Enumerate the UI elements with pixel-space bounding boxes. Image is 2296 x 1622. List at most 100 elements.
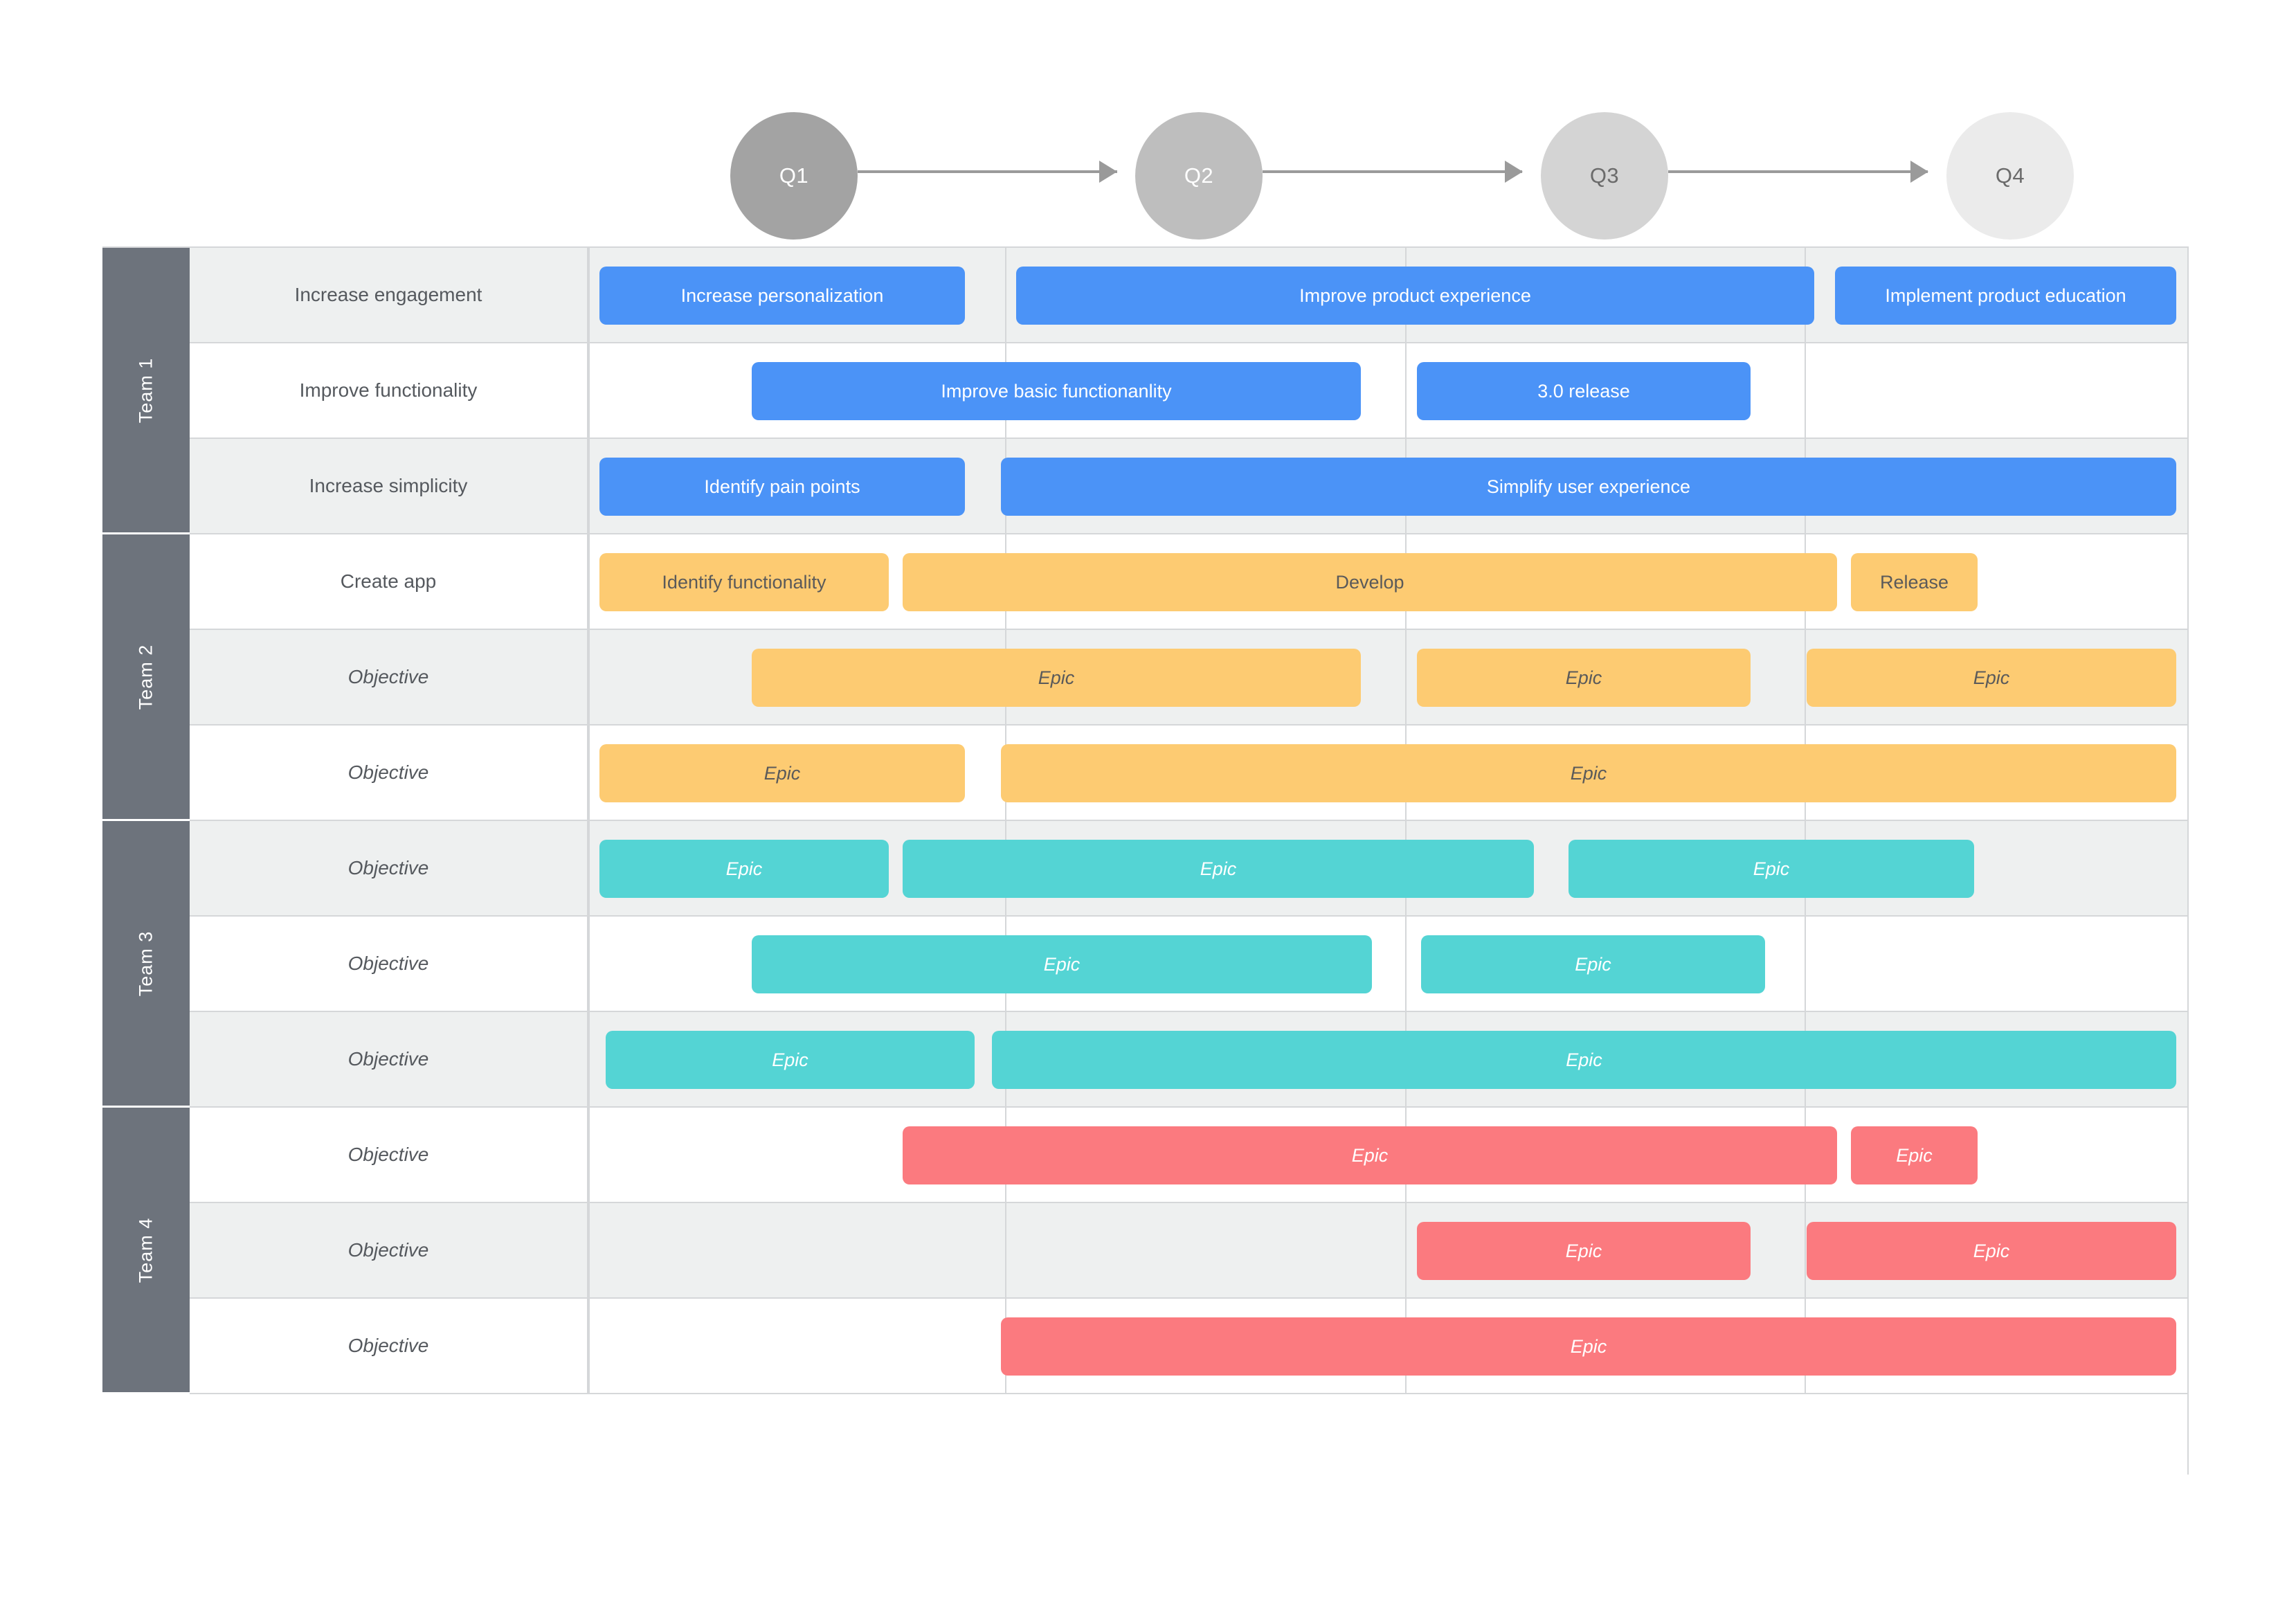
roadmap-bar[interactable]: Release	[1851, 553, 1978, 611]
roadmap-row: Improve functionality Improve basic funct…	[190, 343, 2189, 439]
roadmap-bar[interactable]: Epic	[606, 1031, 975, 1089]
roadmap-bar[interactable]: 3.0 release	[1417, 362, 1751, 420]
quarter-column-divider-1	[588, 1203, 590, 1297]
objective-label[interactable]: Objective	[190, 1012, 588, 1106]
roadmap-bar[interactable]: Epic	[1417, 1222, 1751, 1280]
quarter-node-q1[interactable]: Q1	[730, 112, 858, 240]
quarter-column-divider-1	[588, 343, 590, 438]
roadmap-bar[interactable]: Epic	[992, 1031, 2176, 1089]
roadmap-bar[interactable]: Epic	[752, 935, 1372, 993]
objective-label[interactable]: Objective	[190, 630, 588, 724]
objective-label[interactable]: Increase engagement	[190, 248, 588, 342]
team-label-bar[interactable]: Team 2	[102, 534, 190, 821]
roadmap-bar[interactable]: Identify functionality	[599, 553, 889, 611]
roadmap-row: Objective Epic Epic	[190, 1012, 2189, 1108]
timeline-lane: Epic Epic	[588, 917, 2189, 1011]
timeline-lane: Epic Epic Epic	[588, 630, 2189, 724]
timeline-lane: Epic Epic	[588, 1203, 2189, 1297]
objective-label[interactable]: Objective	[190, 1203, 588, 1297]
roadmap-bar[interactable]: Simplify user experience	[1001, 458, 2176, 516]
quarter-column-divider-4	[1805, 917, 1806, 1011]
quarter-column-divider-1	[588, 821, 590, 915]
roadmap-bar[interactable]: Epic	[599, 840, 889, 898]
roadmap-bar[interactable]: Epic	[1417, 649, 1751, 707]
quarter-node-q4[interactable]: Q4	[1946, 112, 2074, 240]
roadmap-bar[interactable]: Epic	[1807, 1222, 2176, 1280]
objective-label[interactable]: Objective	[190, 1108, 588, 1202]
roadmap-bar[interactable]: Improve product experience	[1016, 267, 1814, 325]
quarter-column-divider-1	[588, 439, 590, 533]
objective-label[interactable]: Improve functionality	[190, 343, 588, 438]
quarter-connector-3	[1668, 170, 1928, 173]
team-label-bar[interactable]: Team 4	[102, 1108, 190, 1394]
quarter-arrow-2	[1505, 161, 1523, 183]
objective-label[interactable]: Create app	[190, 534, 588, 629]
quarter-column-divider-4	[1805, 343, 1806, 438]
team-label-bar[interactable]: Team 1	[102, 248, 190, 534]
quarter-column-divider-4	[1805, 1203, 1806, 1297]
roadmap-bar[interactable]: Epic	[1569, 840, 1974, 898]
roadmap-bar[interactable]: Epic	[599, 744, 965, 802]
roadmap-bar[interactable]: Develop	[903, 553, 1837, 611]
quarter-node-label: Q2	[1184, 163, 1214, 188]
roadmap-bar[interactable]: Epic	[752, 649, 1361, 707]
team-name: Team 4	[135, 1217, 156, 1283]
quarter-column-divider-1	[588, 534, 590, 629]
quarter-column-divider-2	[1005, 1203, 1006, 1297]
roadmap-bar[interactable]: Improve basic functionanlity	[752, 362, 1361, 420]
quarter-column-divider-1	[588, 1108, 590, 1202]
roadmap-bar[interactable]: Epic	[903, 840, 1534, 898]
roadmap-bar[interactable]: Epic	[1001, 1317, 2176, 1376]
roadmap-bar[interactable]: Epic	[1807, 649, 2176, 707]
quarter-arrow-1	[1099, 161, 1117, 183]
quarter-node-q3[interactable]: Q3	[1541, 112, 1668, 240]
team-name: Team 1	[135, 357, 156, 423]
objective-label[interactable]: Increase simplicity	[190, 439, 588, 533]
quarter-node-label: Q4	[1995, 163, 2025, 188]
roadmap-bar[interactable]: Epic	[1001, 744, 2176, 802]
quarter-node-q2[interactable]: Q2	[1135, 112, 1263, 240]
roadmap-row: Objective Epic Epic Epic	[190, 630, 2189, 726]
roadmap-row: Objective Epic Epic	[190, 1203, 2189, 1299]
quarter-column-divider-3	[1405, 630, 1407, 724]
timeline-lane: Increase personalization Improve product …	[588, 248, 2189, 342]
quarter-column-divider-1	[588, 630, 590, 724]
roadmap-bar[interactable]: Identify pain points	[599, 458, 965, 516]
quarter-column-divider-3	[1405, 343, 1407, 438]
timeline-lane: Identify pain points Simplify user experi…	[588, 439, 2189, 533]
objective-label[interactable]: Objective	[190, 726, 588, 820]
roadmap-bar[interactable]: Epic	[903, 1126, 1837, 1184]
quarter-node-label: Q1	[779, 163, 809, 188]
quarter-column-divider-1	[588, 917, 590, 1011]
objective-label[interactable]: Objective	[190, 821, 588, 915]
team-name: Team 2	[135, 644, 156, 710]
team-label-bar[interactable]: Team 3	[102, 821, 190, 1108]
roadmap-bar[interactable]: Epic	[1851, 1126, 1978, 1184]
quarter-column-divider-4	[1805, 630, 1806, 724]
quarter-column-divider-1	[588, 1012, 590, 1106]
quarter-column-divider-2	[1005, 248, 1006, 342]
objective-label[interactable]: Objective	[190, 917, 588, 1011]
quarter-column-divider-1	[588, 1299, 590, 1393]
roadmap-bar[interactable]: Implement product education	[1835, 267, 2176, 325]
objective-label[interactable]: Objective	[190, 1299, 588, 1393]
timeline-lane: Epic Epic	[588, 1012, 2189, 1106]
roadmap-bar[interactable]: Epic	[1421, 935, 1765, 993]
timeline-lane: Epic	[588, 1299, 2189, 1393]
grid-right-edge	[2187, 248, 2189, 1475]
roadmap-bar[interactable]: Increase personalization	[599, 267, 965, 325]
roadmap-row: Objective Epic	[190, 1299, 2189, 1394]
